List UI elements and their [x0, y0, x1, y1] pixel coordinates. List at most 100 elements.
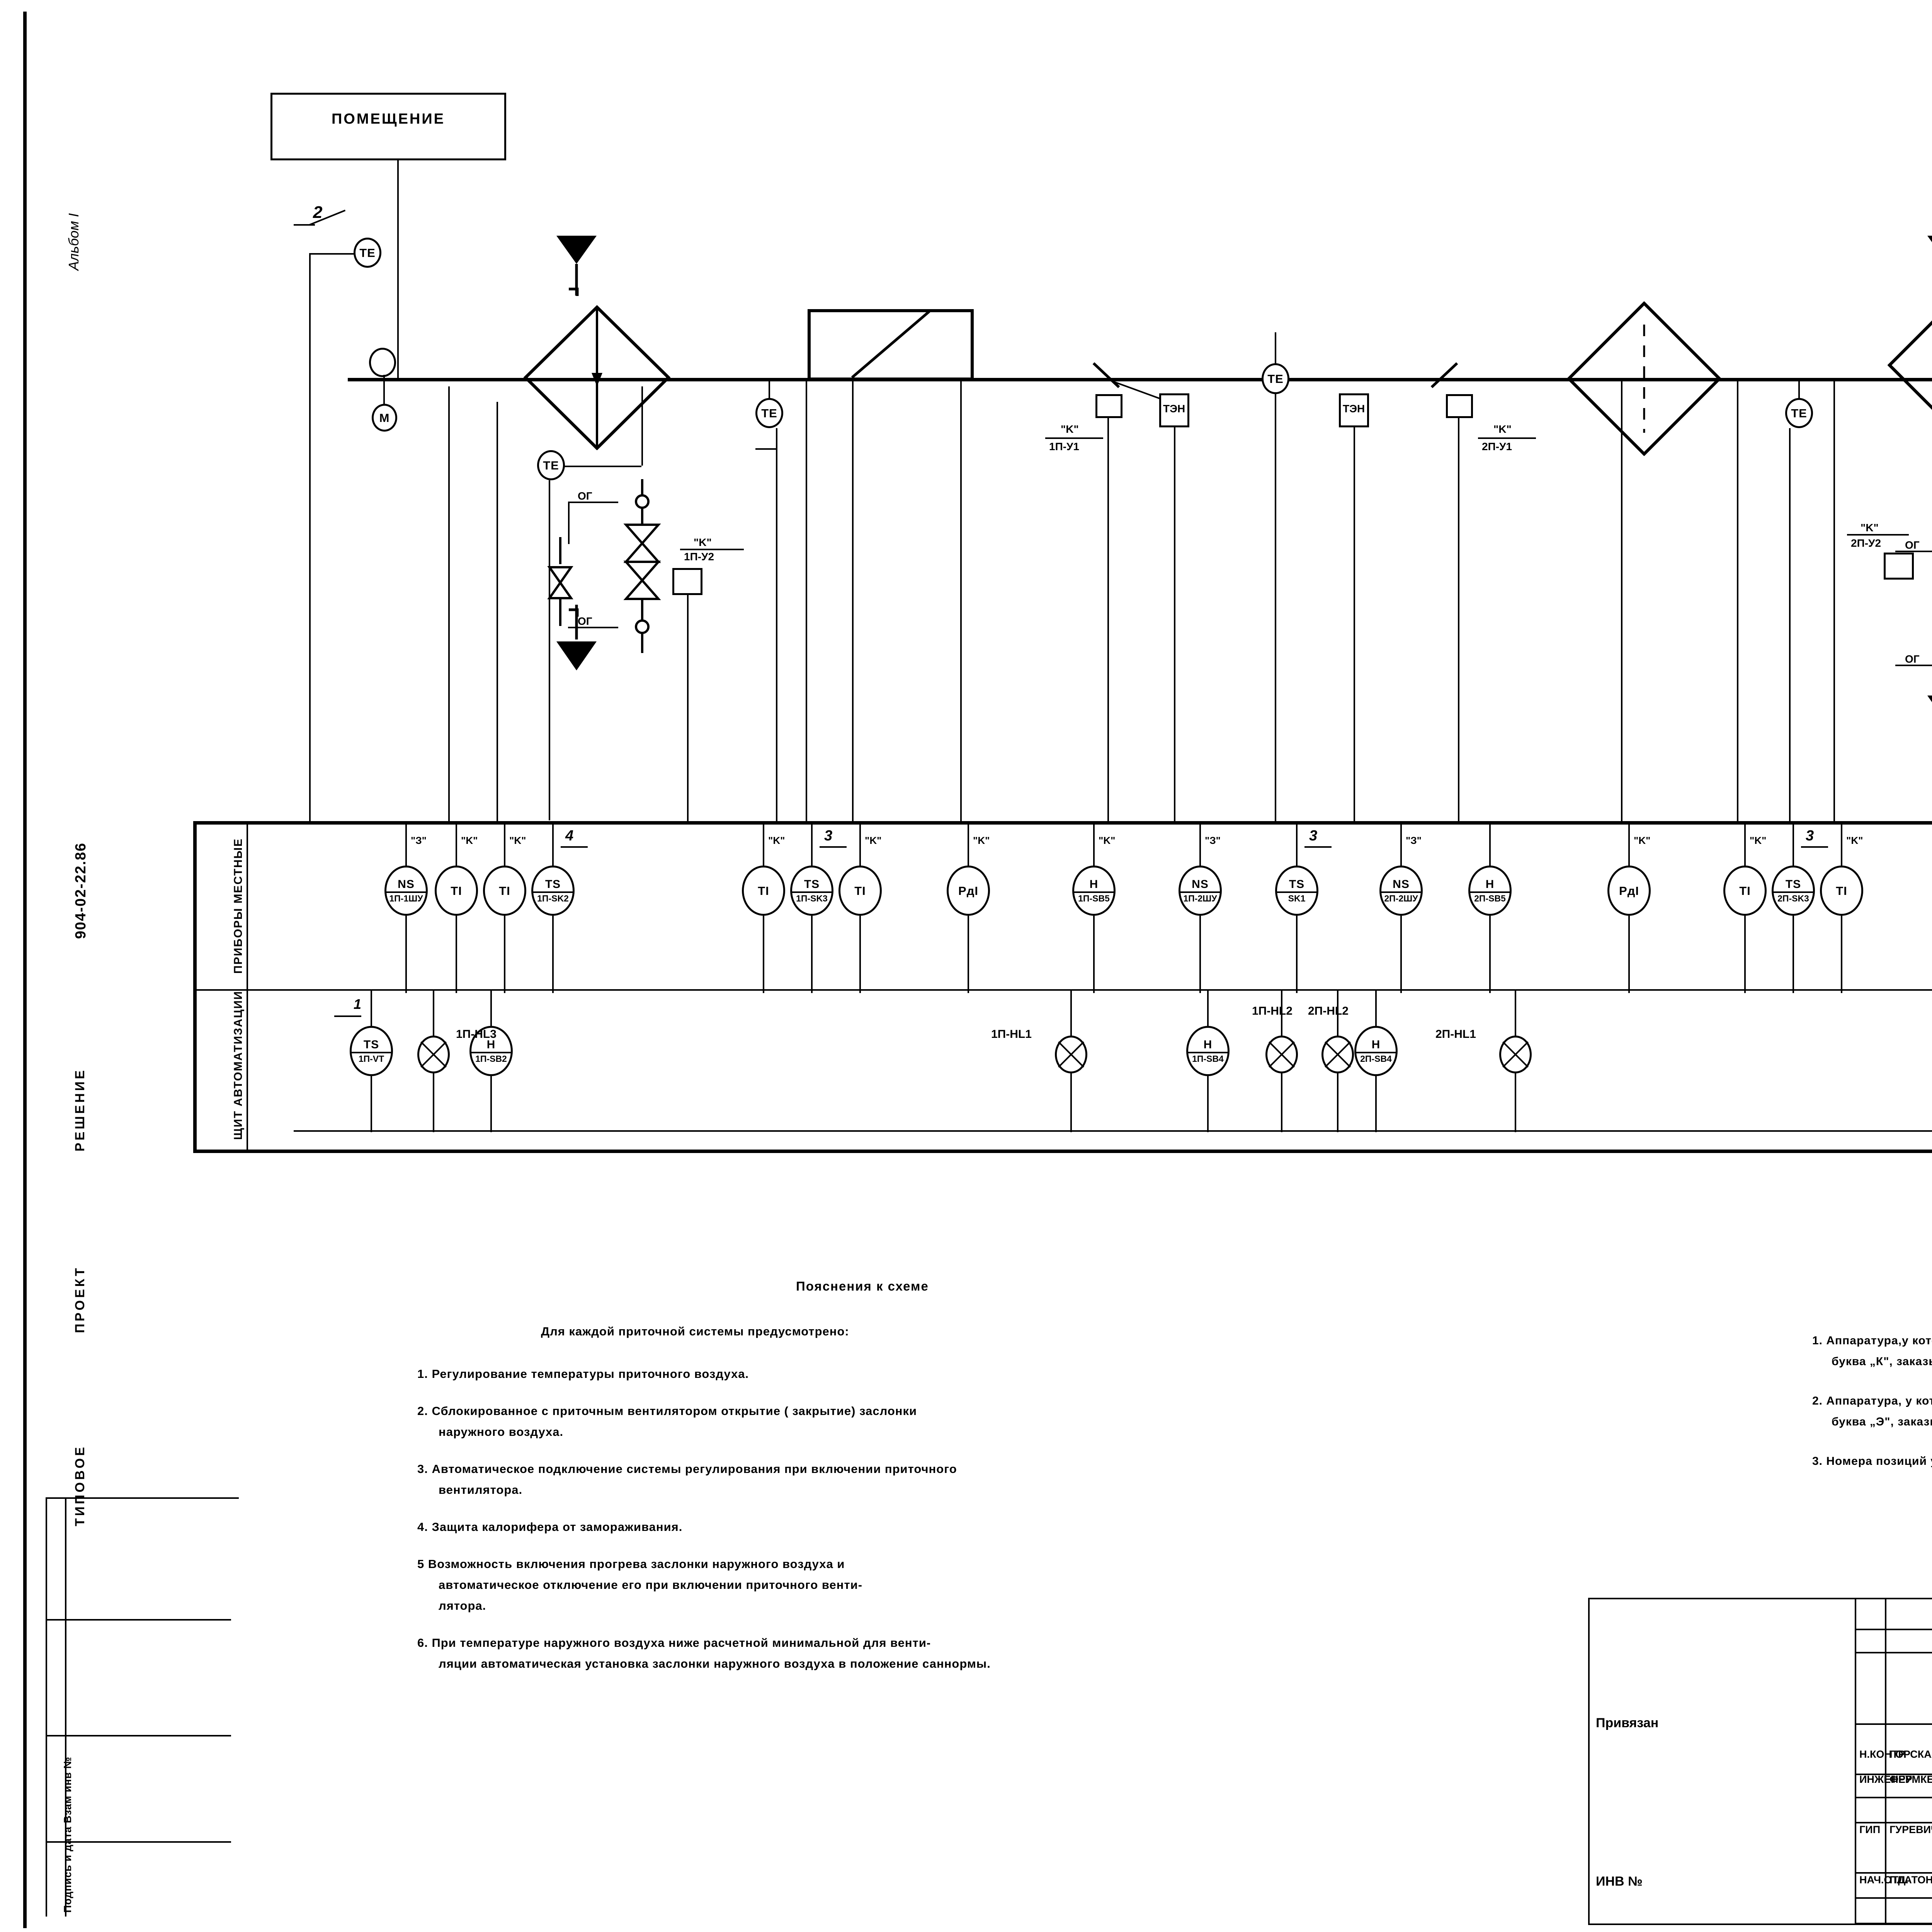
instrument-function: H	[486, 1038, 496, 1051]
note-line: 2. Аппаратура, у которой вместо номера п…	[1812, 1395, 1932, 1407]
local-instrument[interactable]: TI	[742, 866, 785, 916]
local-instrument[interactable]: TI	[1723, 866, 1767, 916]
instrument-function: TI	[499, 884, 510, 898]
project-code-label: 904-02-22.86	[73, 842, 89, 939]
band-top-border	[193, 821, 1932, 825]
instrument-function: H	[1371, 1038, 1381, 1051]
duct-lead-b	[497, 402, 498, 823]
instrument-divider	[1381, 891, 1421, 893]
local-instrument[interactable]: TI	[1820, 866, 1863, 916]
signal-lamp[interactable]	[1321, 1036, 1354, 1073]
actuator-1p-y2[interactable]	[672, 568, 702, 595]
instrument-stem	[1093, 822, 1095, 867]
instrument-lead	[1744, 916, 1746, 993]
instrument-callout-bar	[561, 846, 588, 848]
damper-right[interactable]	[1424, 359, 1470, 398]
stamp-line-3	[46, 1735, 231, 1736]
actuator-2p-y2[interactable]	[1884, 553, 1914, 580]
heater-left-lead	[1174, 427, 1175, 821]
local-instrument[interactable]: TI	[838, 866, 882, 916]
signature-name: ПЛАТОНОВ	[1889, 1874, 1932, 1886]
instrument-tag: 1П-SK2	[537, 893, 569, 903]
instrument-function: NS	[398, 878, 415, 891]
signal-lamp[interactable]	[1499, 1036, 1532, 1073]
instrument-stem	[968, 822, 969, 867]
stamp-border-left	[46, 1497, 47, 1917]
album-label: Альбом I	[66, 213, 82, 270]
instrument-function: H	[1485, 878, 1495, 891]
lamp-stem	[1070, 990, 1072, 1037]
local-instrument[interactable]: PдI	[1607, 866, 1651, 916]
row-label-automation-panel: ЩИТ АВТОМАТИЗАЦИИ	[232, 990, 245, 1140]
instrument-divider	[1180, 891, 1220, 893]
actuator-box-1p-y1[interactable]	[1095, 394, 1122, 418]
tag-1p-y2-code: 1П-У2	[684, 551, 714, 563]
damper-left[interactable]	[1086, 359, 1132, 398]
callout-2-left-bar	[294, 224, 315, 226]
duct-lead-a	[448, 386, 450, 823]
fan-left-hub	[369, 348, 396, 377]
local-instrument[interactable]: TI	[483, 866, 526, 916]
te-after-hx-left-jog	[755, 448, 777, 450]
actuator-box-2p-y1[interactable]	[1446, 394, 1473, 418]
heater-right-lead	[1354, 427, 1355, 821]
instrument-function: TS	[804, 878, 820, 891]
lamp-label: 1П-HL1	[991, 1028, 1032, 1041]
og-left-down-1	[568, 502, 570, 544]
instrument-lead	[1793, 916, 1794, 993]
local-instrument[interactable]: TI	[435, 866, 478, 916]
lamp-lead	[1070, 1073, 1072, 1132]
decision-label: РЕШЕНИЕ	[73, 1068, 87, 1151]
stamp-border-mid	[65, 1497, 66, 1917]
row-label-local-instruments: ПРИБОРЫ МЕСТНЫЕ	[232, 838, 245, 974]
valve-group-left	[618, 479, 668, 665]
instrument-source-letter: "K"	[461, 835, 478, 846]
tag-2p-y2-code: 2П-У2	[1851, 537, 1881, 549]
instrument-tag: 2П-2ШУ	[1384, 893, 1418, 903]
instrument-lead	[504, 916, 505, 993]
instrument-lead	[405, 916, 407, 993]
lamp-label: 2П-HL2	[1308, 1005, 1349, 1017]
signal-lamp[interactable]	[417, 1036, 450, 1073]
signal-lamp[interactable]	[1265, 1036, 1298, 1073]
te-center-stem	[1275, 332, 1276, 364]
local-instrument[interactable]: NS 2П-2ШУ	[1379, 866, 1423, 916]
lamp-lead	[1337, 1073, 1338, 1132]
local-instrument[interactable]: PдI	[947, 866, 990, 916]
inlet-arrow-left	[553, 234, 600, 303]
panel-instrument-stem	[371, 990, 372, 1027]
instrument-function: NS	[1393, 878, 1410, 891]
tag-2p-y1-code: 2П-У1	[1482, 440, 1512, 452]
instrument-stem	[811, 822, 813, 867]
title-block-bottom	[1588, 1923, 1932, 1925]
callout-2-left: 2	[313, 203, 323, 222]
te-sensor-room-left: TE	[354, 238, 381, 268]
instrument-function: TI	[1836, 884, 1847, 898]
og-label-3: ОГ	[1905, 539, 1920, 551]
panel-instrument-stem	[490, 990, 492, 1027]
lamp-label: 1П-HL2	[1252, 1005, 1293, 1017]
instrument-tag: 1П-SB5	[1078, 893, 1110, 903]
heater-label-left: ТЭН	[1163, 403, 1185, 415]
lamp-stem	[1515, 990, 1516, 1037]
instrument-function: TS	[363, 1038, 379, 1051]
valve-stack-left-top	[641, 386, 643, 466]
tbg-h6	[1855, 1822, 1932, 1823]
lamp-stem	[433, 990, 434, 1037]
explanation-line: 4. Защита калорифера от замораживания.	[417, 1520, 683, 1534]
instrument-callout: 3	[1309, 828, 1318, 844]
signal-lamp[interactable]	[1055, 1036, 1087, 1073]
instrument-function: PдI	[1619, 884, 1639, 898]
